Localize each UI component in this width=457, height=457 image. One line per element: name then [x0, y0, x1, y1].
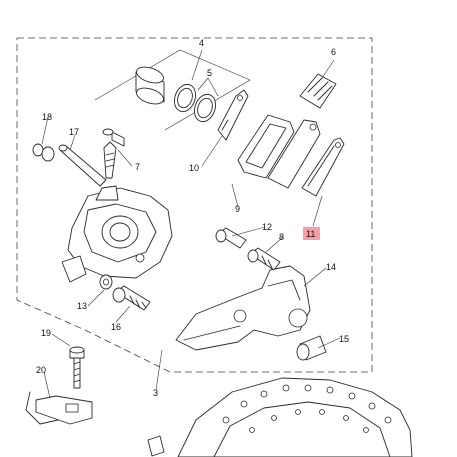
callout-9[interactable]: 9	[235, 204, 240, 214]
callout-19[interactable]: 19	[41, 328, 51, 338]
pad-spring	[299, 73, 337, 109]
pad-spring-clip	[217, 89, 249, 141]
pad-shim	[301, 137, 345, 197]
callout-20[interactable]: 20	[36, 365, 46, 375]
callout-11-highlight	[303, 227, 320, 240]
callout-13[interactable]: 13	[77, 301, 87, 311]
callout-5[interactable]: 5	[207, 68, 212, 78]
leader-lines	[41, 49, 341, 399]
callout-15[interactable]: 15	[339, 334, 349, 344]
bolt-19	[69, 346, 85, 389]
brake-disc	[147, 377, 413, 457]
callout-4[interactable]: 4	[199, 38, 204, 48]
piston	[135, 66, 165, 105]
bolt-16	[112, 285, 151, 311]
mounting-bolt-12	[215, 227, 247, 249]
callout-12[interactable]: 12	[262, 222, 272, 232]
guide-pin	[58, 144, 107, 187]
clip-plate	[25, 391, 93, 425]
callout-6[interactable]: 6	[331, 47, 336, 57]
collar	[296, 335, 327, 361]
callout-14[interactable]: 14	[326, 262, 336, 272]
brake-pad	[237, 114, 321, 189]
washer-13	[99, 274, 113, 290]
callout-3[interactable]: 3	[153, 388, 158, 398]
callout-8[interactable]: 8	[279, 232, 284, 242]
assembly-boundary	[16, 37, 373, 373]
callout-17[interactable]: 17	[69, 127, 79, 137]
callout-16[interactable]: 16	[111, 322, 121, 332]
callout-18[interactable]: 18	[42, 112, 52, 122]
dust-boot	[32, 143, 55, 162]
bleed-screw	[102, 128, 125, 179]
callout-10[interactable]: 10	[189, 163, 199, 173]
caliper-bracket	[175, 265, 311, 351]
piston-seals	[174, 83, 216, 123]
bolt-8	[247, 247, 281, 271]
callout-labels: 3 4 5 6 7 8 9 10 11 12 13 14 15 16 17 18…	[36, 38, 349, 398]
caliper-body	[61, 185, 173, 283]
callout-11[interactable]: 11	[306, 229, 315, 239]
callout-7[interactable]: 7	[135, 162, 140, 172]
